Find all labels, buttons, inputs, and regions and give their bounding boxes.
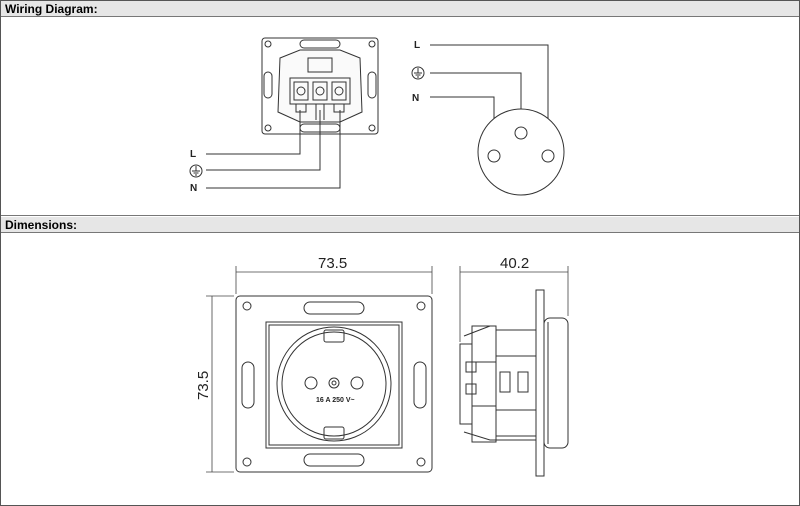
wiring-section-title: Wiring Diagram: <box>5 2 98 16</box>
right-neutral-label: N <box>412 93 419 104</box>
socket-side-view <box>459 289 569 477</box>
dimensions-section-header: Dimensions: <box>1 217 799 233</box>
right-earth-ground-icon <box>411 66 425 80</box>
front-height-dimension <box>206 295 234 473</box>
front-width-dimension <box>235 266 433 294</box>
dimensions-section-title: Dimensions: <box>5 218 78 232</box>
left-wires <box>206 110 341 189</box>
left-earth-ground-icon <box>189 164 203 178</box>
wiring-section-header: Wiring Diagram: <box>1 1 799 17</box>
front-height-label: 73.5 <box>195 371 212 400</box>
side-depth-label: 40.2 <box>500 255 529 272</box>
front-width-label: 73.5 <box>318 255 347 272</box>
side-depth-dimension <box>459 266 569 342</box>
left-neutral-label: N <box>190 183 197 194</box>
rating-label: 16 A 250 V~ <box>316 397 355 404</box>
section-divider <box>1 215 799 216</box>
left-live-label: L <box>190 149 196 160</box>
socket-front-view <box>235 295 433 473</box>
socket-front-schematic <box>430 44 565 196</box>
right-live-label: L <box>414 40 420 51</box>
socket-back-view <box>261 37 379 135</box>
